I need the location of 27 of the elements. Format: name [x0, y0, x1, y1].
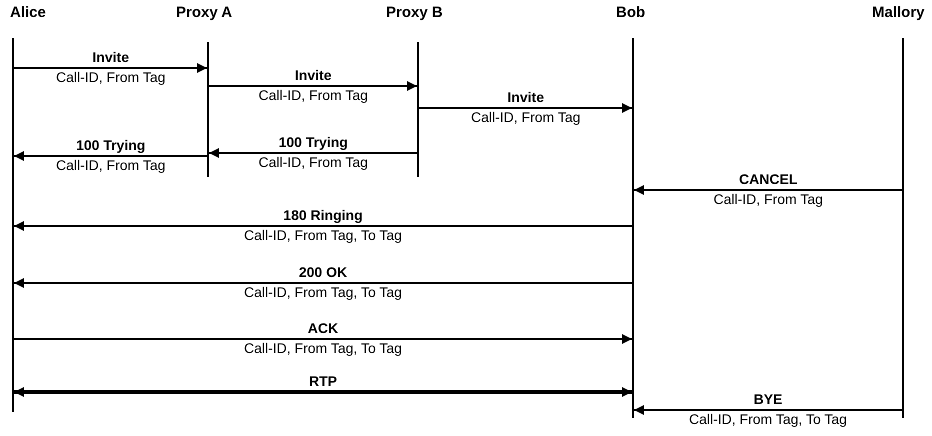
edge-label: Invite Call-ID, From Tag	[56, 50, 166, 85]
arrow	[419, 103, 632, 113]
edge-label: Invite Call-ID, From Tag	[471, 90, 580, 125]
arrow	[14, 151, 207, 161]
arrow	[14, 387, 632, 397]
participant-name: Proxy B	[386, 4, 443, 22]
arrow	[14, 63, 207, 73]
edge-label: RTP	[309, 374, 337, 391]
arrow	[634, 405, 902, 415]
participant-name: Alice	[10, 4, 46, 22]
edge-label: 200 OK Call-ID, From Tag, To Tag	[244, 265, 402, 300]
arrow	[634, 185, 902, 195]
arrow	[209, 148, 417, 158]
edge-label: Invite Call-ID, From Tag	[258, 68, 368, 103]
participant-name: Mallory	[872, 4, 925, 22]
arrow	[14, 221, 632, 231]
edge-label: ACK Call-ID, From Tag, To Tag	[244, 321, 402, 356]
arrow	[209, 81, 417, 91]
edge-label: 100 Trying Call-ID, From Tag	[56, 138, 166, 173]
participant-name: Proxy A	[176, 4, 232, 22]
arrow	[14, 334, 632, 344]
edge-label: BYE Call-ID, From Tag, To Tag	[689, 392, 847, 427]
participant-name: Bob	[616, 4, 646, 22]
edge-label: 100 Trying Call-ID, From Tag	[258, 135, 368, 170]
edge-label: CANCEL Call-ID, From Tag	[714, 172, 823, 207]
edge-label: 180 Ringing Call-ID, From Tag, To Tag	[244, 208, 402, 243]
arrow	[14, 278, 632, 288]
